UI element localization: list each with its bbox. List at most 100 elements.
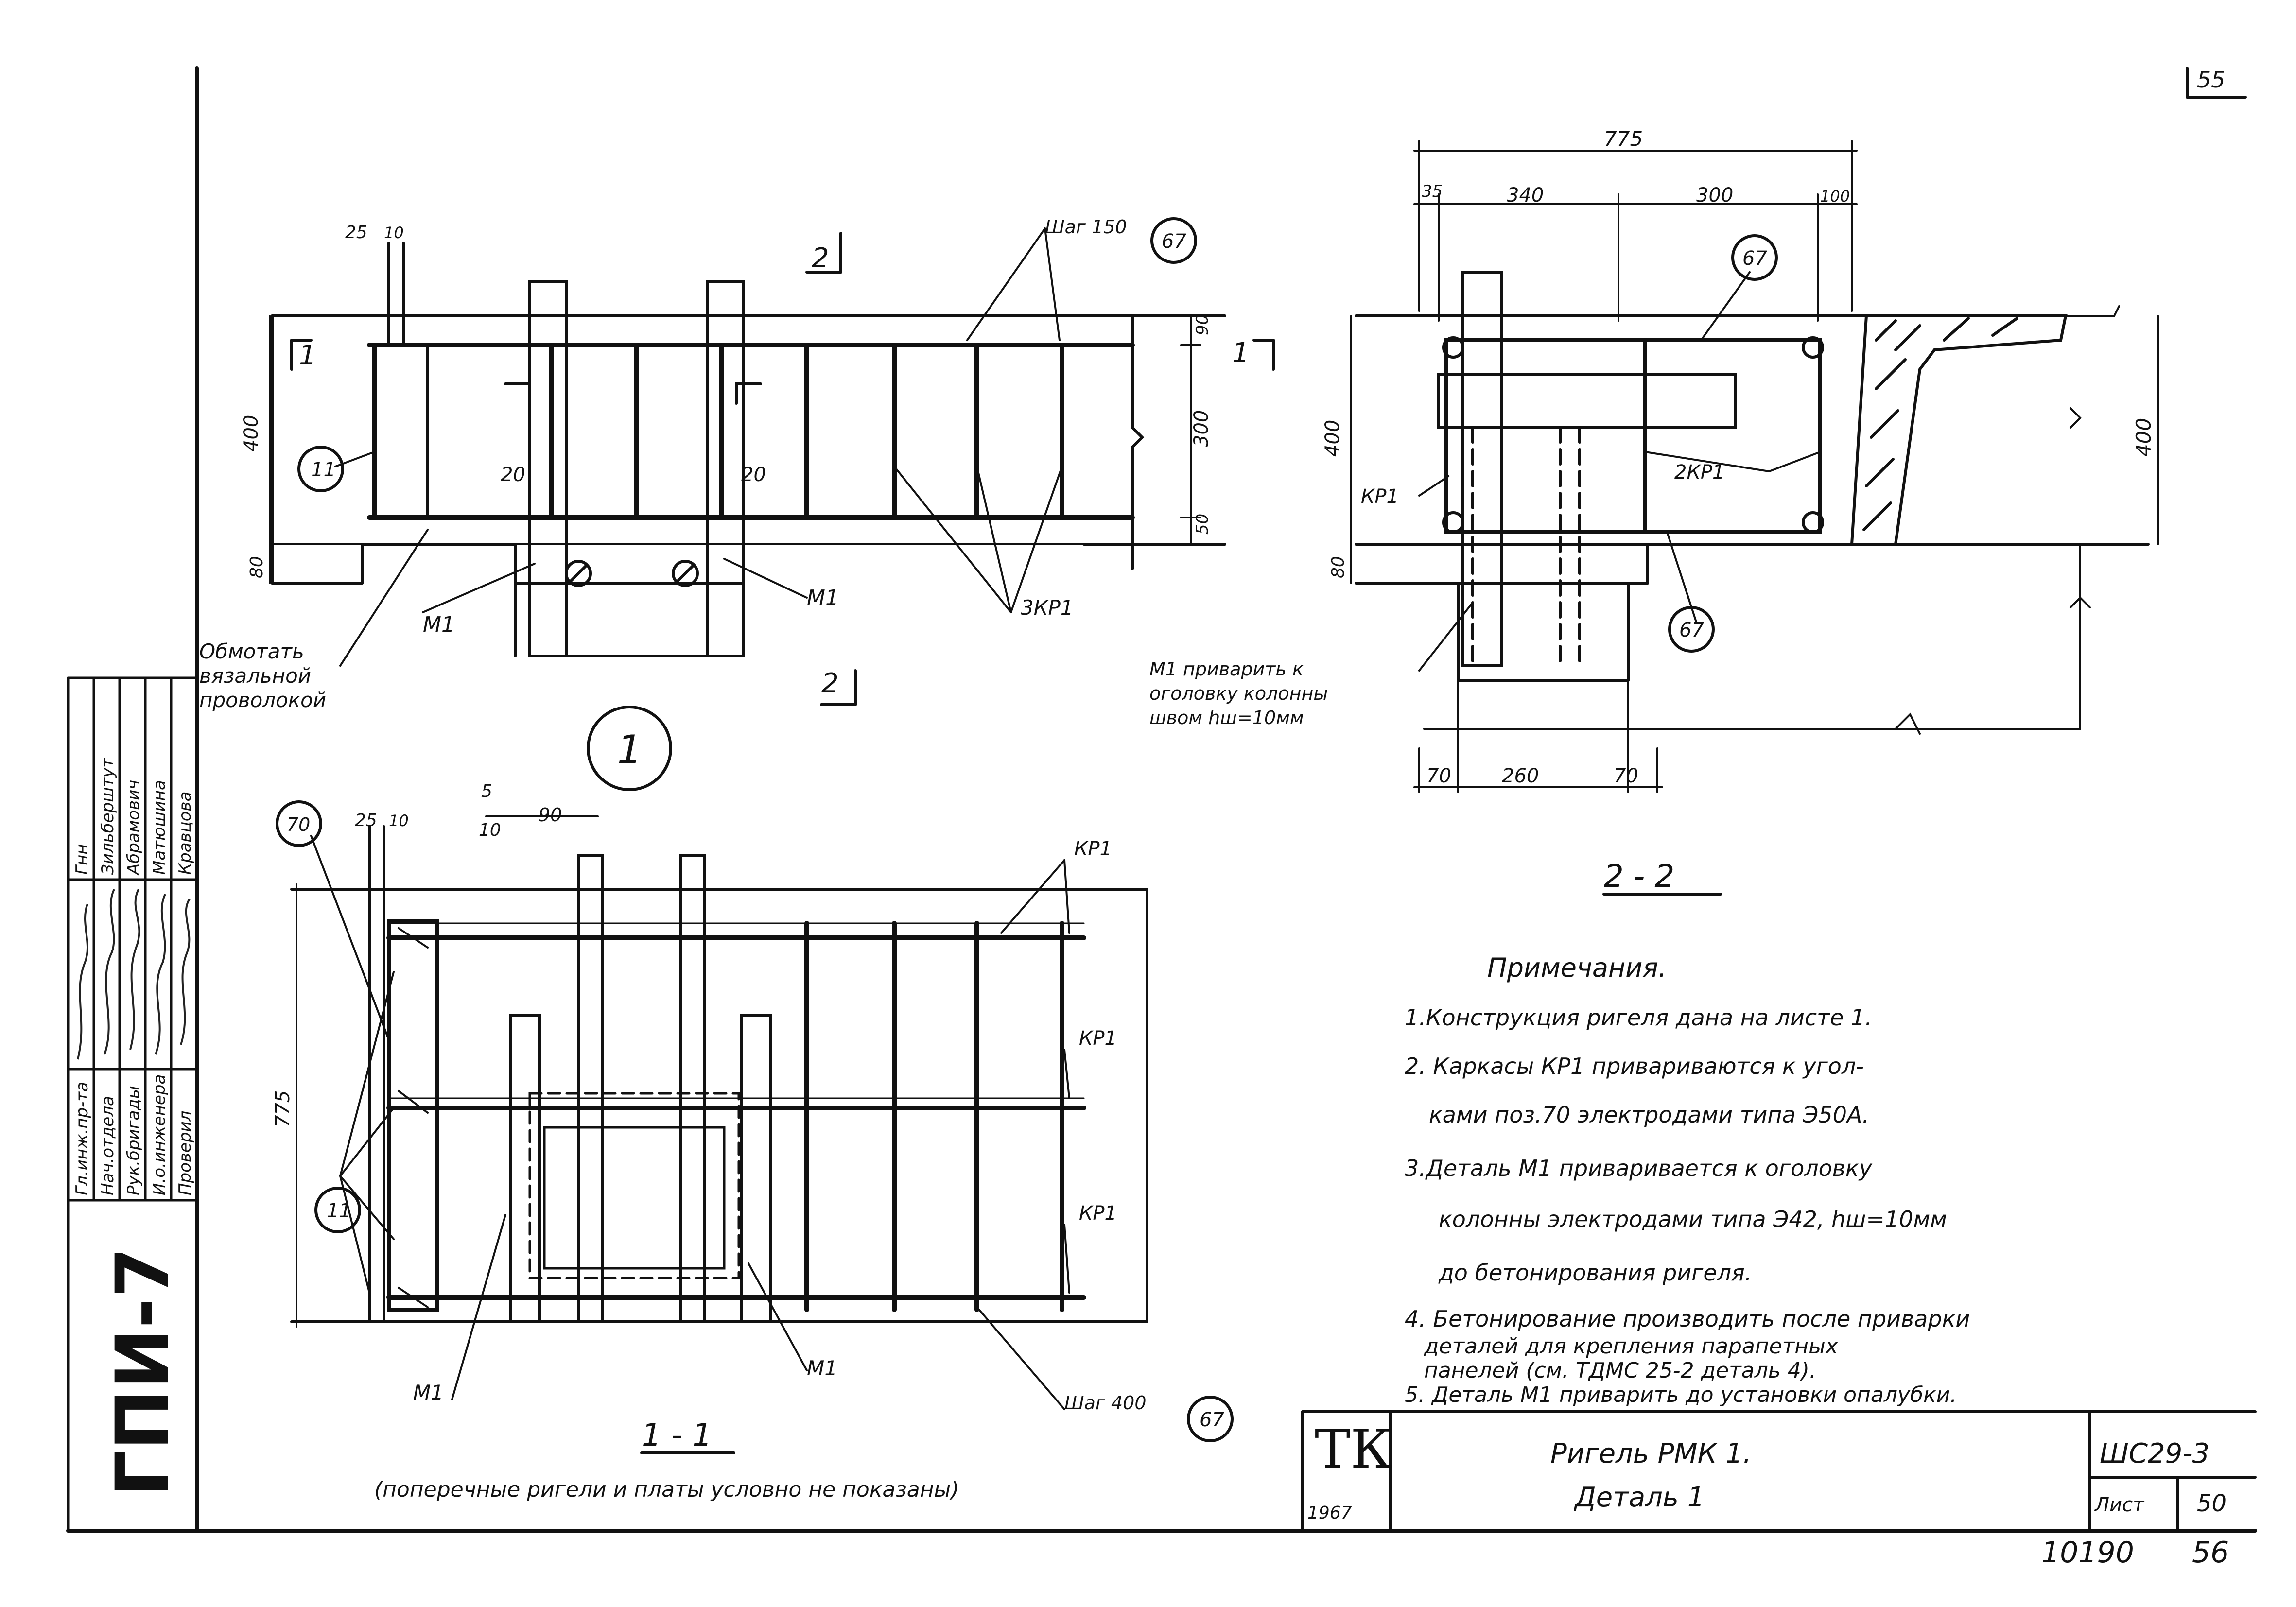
- title-block: [1301, 1410, 2257, 1532]
- label-m1-right-s11: М1: [807, 1356, 837, 1380]
- dim-340: 340: [1507, 184, 1544, 207]
- detail-number: 1: [617, 727, 642, 772]
- sheet-number: 50: [2197, 1490, 2226, 1517]
- position-markers: [276, 217, 1778, 1442]
- section-mark-1-right: 1: [1232, 337, 1250, 369]
- note-line-8: деталей для крепления парапетных: [1424, 1334, 1839, 1359]
- dim-50: 50: [1193, 514, 1212, 535]
- dim-25: 25: [345, 223, 367, 242]
- dim-80: 80: [247, 556, 267, 578]
- label-pos-67-s11: 67: [1200, 1409, 1224, 1431]
- dim-400: 400: [240, 415, 262, 452]
- section-2-2-drawing: [1350, 140, 2159, 793]
- dim-80-left: 80: [1328, 556, 1348, 578]
- dim-90: 90: [1193, 314, 1212, 335]
- section-mark-1-left: 1: [299, 340, 316, 371]
- section-1-1-drawing: [290, 815, 1722, 1454]
- label-kp1-2-2: КР1: [1361, 485, 1399, 508]
- stamp-name-2: Зильберштут: [98, 758, 118, 875]
- label-pos-67-top: 67: [1742, 247, 1767, 270]
- label-step-400: Шаг 400: [1064, 1392, 1147, 1414]
- top-view-drawing: [269, 227, 1275, 706]
- label-pos-11-s11: 11: [327, 1200, 351, 1222]
- stamp-role-1: Гл.инж.пр-та: [72, 1082, 92, 1195]
- sheet-label: Лист: [2094, 1494, 2145, 1516]
- dim-10-s11: 10: [389, 812, 409, 830]
- weld-note-line-1: М1 приварить к: [1149, 658, 1304, 680]
- note-line-5: колонны электродами типа Э42, hш=10мм: [1439, 1206, 1947, 1232]
- dim-300: 300: [1190, 410, 1213, 447]
- label-kp1-a: КР1: [1074, 838, 1112, 860]
- note-line-10: 5. Деталь М1 приварить до установки опал…: [1405, 1382, 1957, 1407]
- section-mark-2-top: 2: [812, 242, 829, 274]
- dim-25-s11: 25: [355, 811, 377, 830]
- note-wrap-line-2: вязальной: [199, 664, 311, 688]
- sheet-texts: 55 25 10 400 80 90 300 50 20 20 2 1 1 2 …: [72, 67, 2229, 1570]
- archive-number: 10190: [2041, 1536, 2134, 1570]
- dim-5: 5: [481, 781, 492, 801]
- stamp-role-2: Нач.отдела: [98, 1096, 118, 1195]
- dim-400-right: 400: [2132, 418, 2156, 457]
- label-pos-67: 67: [1162, 230, 1186, 253]
- dim-70-left: 70: [1426, 765, 1451, 787]
- stamp-name-1: Гнн: [72, 844, 92, 875]
- note-line-6: до бетонирования ригеля.: [1438, 1260, 1752, 1286]
- stamp-role-4: И.о.инженера: [150, 1074, 169, 1195]
- note-line-2: 2. Каркасы КР1 привариваются к угол-: [1405, 1053, 1864, 1079]
- label-pos-70: 70: [287, 814, 310, 835]
- sheet-code: ШС29-3: [2100, 1438, 2209, 1469]
- weld-note-line-3: швом hш=10мм: [1149, 707, 1304, 728]
- dim-400-left: 400: [1322, 420, 1344, 457]
- tk-year: 1967: [1307, 1503, 1352, 1523]
- section-1-1-caption: (поперечные ригели и платы условно не по…: [374, 1477, 959, 1502]
- dim-775-top: 775: [1604, 127, 1643, 151]
- org-mark-vertical: ГПИ-7: [101, 1247, 185, 1497]
- label-pos-11: 11: [311, 459, 336, 481]
- sheet-frame: [66, 66, 2257, 1533]
- section-2-2-title: 2 - 2: [1604, 859, 1674, 895]
- tk-logo: ТК: [1315, 1418, 1392, 1480]
- note-line-7: 4. Бетонирование производить после прива…: [1405, 1306, 1970, 1332]
- label-kp1-b: КР1: [1079, 1027, 1117, 1050]
- notes-heading: Примечания.: [1487, 952, 1667, 983]
- label-2kp1: 2КР1: [1674, 461, 1724, 484]
- signatures: [77, 889, 191, 1060]
- stamp-role-5: Проверил: [175, 1111, 195, 1195]
- side-stamp-grid: [67, 676, 198, 1532]
- note-wrap-line-1: Обмотать: [199, 639, 304, 663]
- dim-20-left: 20: [501, 464, 525, 486]
- dim-10-frac: 10: [479, 820, 501, 840]
- dim-100: 100: [1820, 187, 1850, 206]
- label-3kp1: 3КР1: [1021, 596, 1074, 620]
- dim-10: 10: [384, 224, 404, 242]
- weld-note-line-2: оголовку колонны: [1149, 683, 1328, 704]
- label-pos-67-bottom: 67: [1679, 619, 1704, 641]
- dim-300-top: 300: [1696, 184, 1733, 207]
- archive-suffix: 56: [2192, 1536, 2229, 1570]
- label-m1-left-s11: М1: [413, 1381, 444, 1404]
- note-line-3: ками поз.70 электродами типа Э50А.: [1429, 1102, 1869, 1128]
- stamp-role-3: Рук.бригады: [124, 1086, 143, 1195]
- section-1-1-title: 1 - 1: [642, 1417, 712, 1453]
- label-m1-left: М1: [423, 612, 455, 637]
- section-mark-2-bottom: 2: [821, 668, 839, 699]
- dim-20-right: 20: [741, 464, 766, 486]
- label-step-150: Шаг 150: [1045, 216, 1127, 238]
- dim-70-right: 70: [1614, 765, 1638, 787]
- note-wrap-line-3: проволокой: [199, 688, 326, 712]
- note-line-4: 3.Деталь М1 приваривается к оголовку: [1405, 1155, 1873, 1181]
- stamp-name-5: Кравцова: [175, 792, 195, 875]
- dim-35: 35: [1422, 182, 1443, 201]
- label-kp1-c: КР1: [1079, 1202, 1117, 1225]
- title-line-2: Деталь 1: [1573, 1482, 1705, 1513]
- label-m1-right: М1: [807, 586, 839, 610]
- note-line-9: панелей (см. ТДМС 25-2 деталь 4).: [1424, 1358, 1816, 1383]
- title-line-1: Ригель РМК 1.: [1550, 1438, 1752, 1469]
- page-number: 55: [2197, 67, 2226, 93]
- stamp-name-3: Абрамович: [124, 780, 143, 876]
- note-line-1: 1.Конструкция ригеля дана на листе 1.: [1405, 1004, 1872, 1031]
- dim-260: 260: [1502, 765, 1539, 787]
- stamp-name-4: Матюшина: [150, 780, 169, 875]
- dim-minus-90: —90: [520, 804, 562, 826]
